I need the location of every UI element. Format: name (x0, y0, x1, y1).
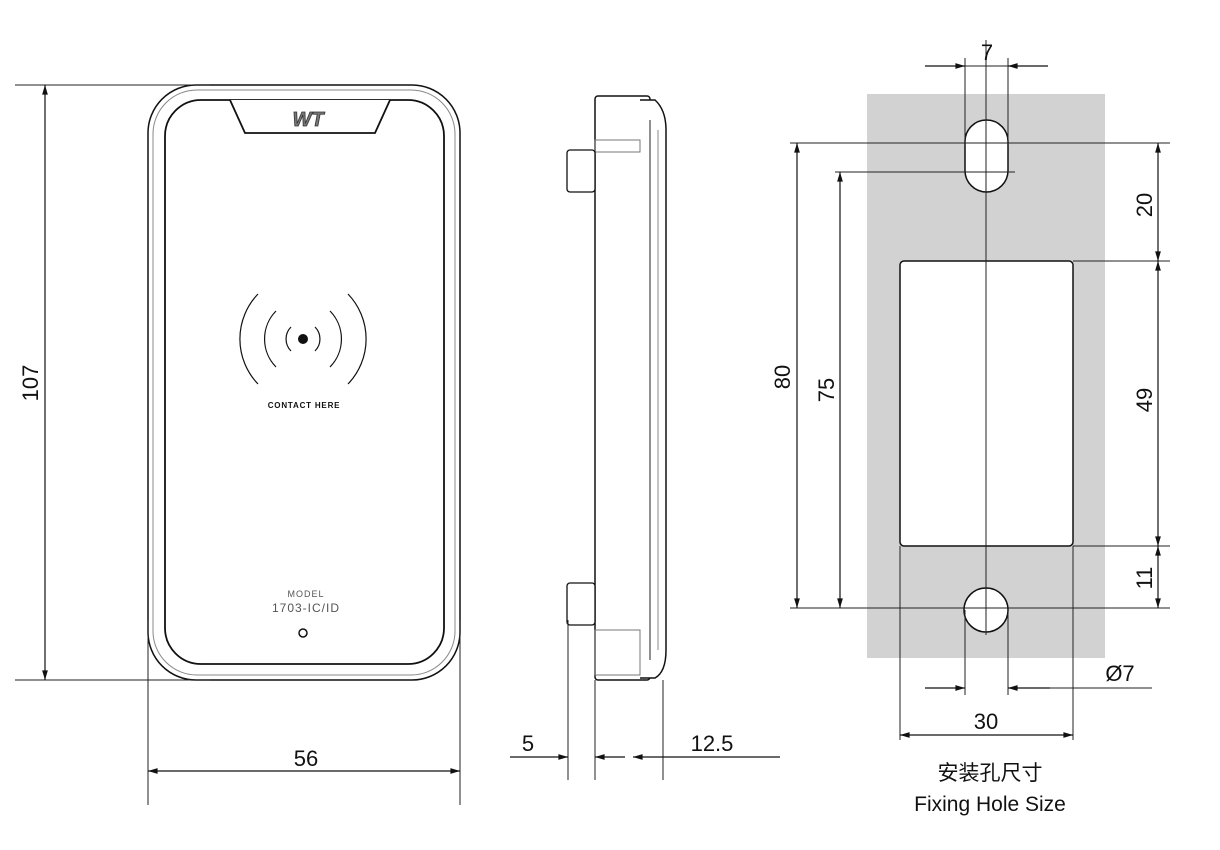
side-view: 5 12.5 (510, 95, 780, 780)
dim-total-height-label: 80 (770, 365, 795, 389)
front-view: WT CONTACT HERE MODEL 1703-IC/ID 107 56 (15, 84, 461, 805)
dim-peg-label: 5 (522, 731, 534, 756)
dim-slot-width-label: 7 (981, 40, 993, 65)
wt-logo: WT (292, 109, 326, 132)
dim-hole-spacing-label: 75 (814, 378, 839, 402)
contact-label: CONTACT HERE (268, 401, 341, 410)
nfc-icon (239, 293, 367, 385)
dim-width-label: 56 (294, 746, 318, 771)
device-face (164, 99, 445, 665)
svg-text:WT: WT (292, 109, 325, 131)
dim-depth-label: 12.5 (691, 731, 734, 756)
dim-hole-diameter-label: Ø7 (1105, 661, 1134, 686)
indicator-led (298, 628, 308, 638)
side-front-plate (640, 99, 667, 679)
caption-english: Fixing Hole Size (914, 793, 1066, 816)
dim-top-label: 20 (1132, 193, 1157, 217)
top-peg (566, 149, 596, 193)
model-label: MODEL (287, 589, 324, 599)
dim-cutout-width-label: 30 (974, 709, 998, 734)
bottom-peg (566, 582, 596, 626)
model-number: 1703-IC/ID (272, 601, 340, 615)
device-frame-bevel (152, 89, 456, 676)
caption-chinese: 安装孔尺寸 (938, 762, 1043, 785)
dim-height-label: 107 (18, 365, 43, 402)
hole-view: 80 75 20 49 11 7 Ø7 30 安装孔尺寸 Fixing Hole… (770, 40, 1170, 816)
dim-bottom-label: 11 (1132, 567, 1157, 590)
logo-notch (229, 99, 391, 134)
dim-cutout-height-label: 49 (1132, 388, 1157, 412)
